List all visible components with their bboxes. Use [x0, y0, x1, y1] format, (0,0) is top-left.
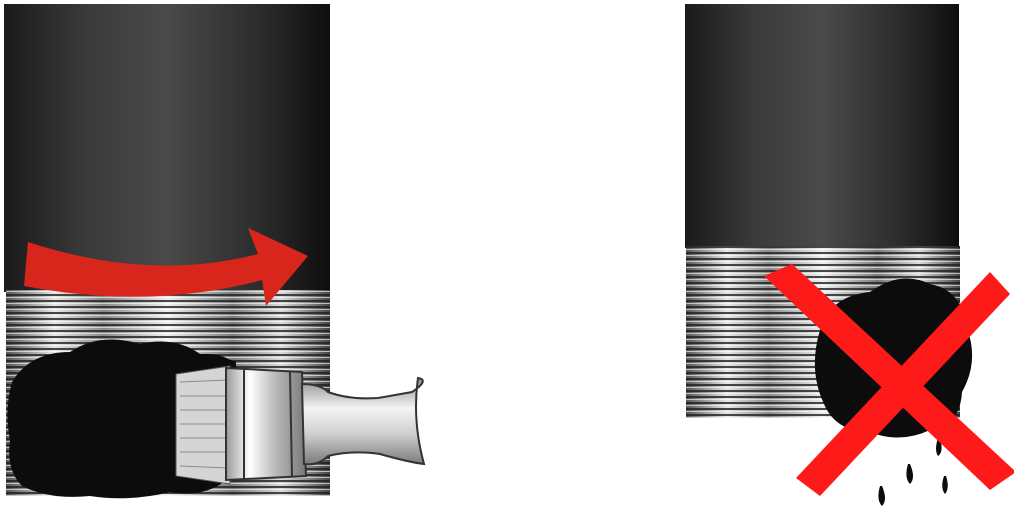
brush-ferrule: [225, 366, 308, 482]
rotation-arrow-icon: [24, 228, 308, 306]
incorrect-panel: [685, 4, 1014, 506]
red-x-icon: [764, 264, 1014, 496]
brush-icon: [175, 365, 426, 485]
correct-panel: [4, 4, 426, 499]
brush-handle: [300, 376, 426, 466]
drips-icon: [878, 438, 948, 506]
pipe-body: [685, 4, 959, 248]
